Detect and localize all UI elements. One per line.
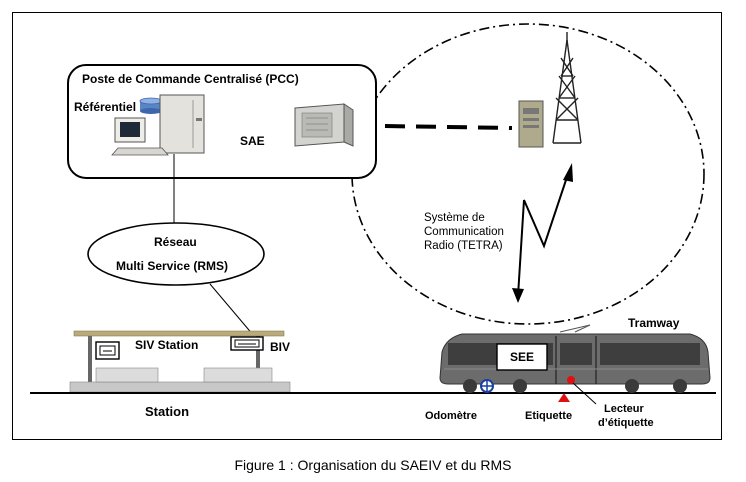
station-label: Station [145, 404, 190, 419]
tramway-icon [439, 324, 711, 393]
antenna-tower-icon [552, 32, 582, 144]
sae-label: SAE [240, 134, 265, 148]
referentiel-label: Référentiel [74, 100, 137, 114]
radio-label-line2: Communication [424, 226, 504, 238]
radio-cabinet-icon [518, 100, 544, 148]
biv-label: BIV [270, 340, 291, 354]
tramway-label: Tramway [628, 316, 680, 330]
biv-display-icon [230, 336, 264, 351]
lightning-arrowhead-top [563, 163, 573, 182]
computer-icon [111, 94, 205, 156]
lecteur-label-line2: d’étiquette [598, 417, 654, 429]
database-icon [139, 97, 163, 114]
sae-server-icon [294, 103, 354, 147]
radio-label-line3: Radio (TETRA) [424, 240, 503, 252]
radio-lightning-link [517, 173, 569, 297]
radio-label-line1: Système de [424, 212, 485, 224]
pcc-title: Poste de Commande Centralisé (PCC) [82, 72, 299, 86]
siv-display-icon [95, 341, 120, 360]
odometre-label: Odomètre [425, 410, 477, 422]
figure-caption: Figure 1 : Organisation du SAEIV et du R… [234, 457, 512, 473]
lecteur-pointer [572, 382, 597, 405]
etiquette-label: Etiquette [525, 410, 573, 422]
odometer-icon [480, 379, 494, 393]
see-label: SEE [510, 350, 535, 364]
network-label-line1: Réseau [154, 235, 197, 249]
siv-station-label: SIV Station [135, 338, 199, 352]
rms-biv-link [209, 283, 255, 337]
lightning-arrowhead-bottom [512, 288, 524, 303]
sae-radio-link [384, 124, 513, 130]
lecteur-label-line1: Lecteur [604, 403, 644, 415]
network-label-line2: Multi Service (RMS) [116, 259, 229, 273]
figure-frame [12, 12, 722, 440]
radio-coverage-circle [351, 23, 705, 325]
tag-icon [558, 393, 570, 402]
tag-reader-icon [567, 376, 575, 384]
rms-ellipse [87, 222, 265, 286]
